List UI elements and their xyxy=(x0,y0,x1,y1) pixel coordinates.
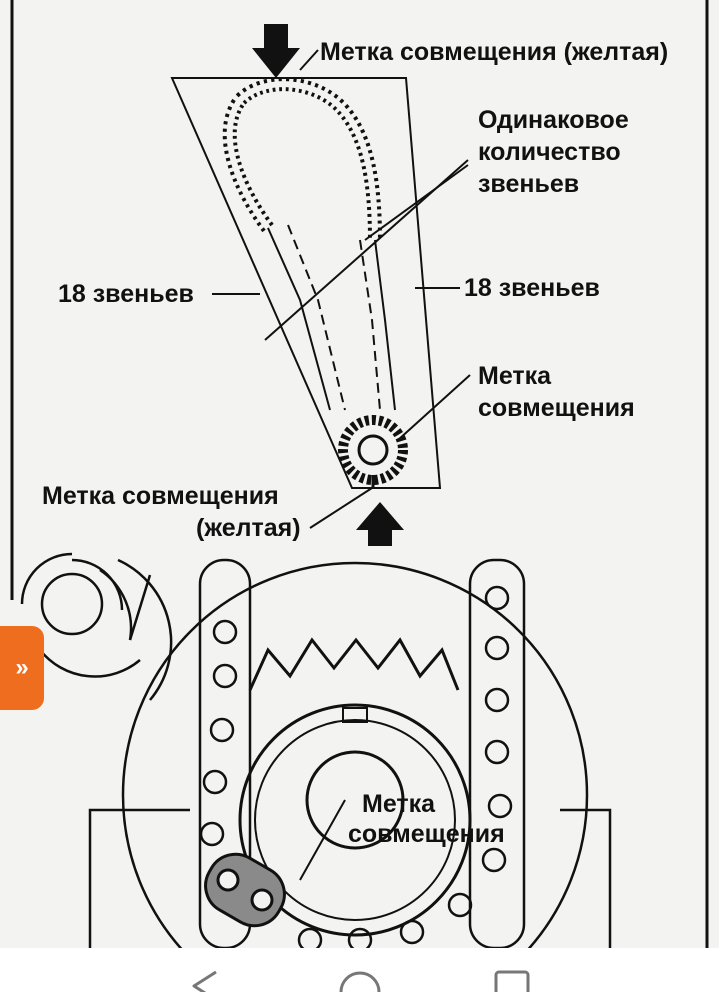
square-recents-icon xyxy=(494,970,530,997)
sprocket-inner-rim xyxy=(254,719,456,921)
lower-left-chain xyxy=(198,558,252,948)
nav-back-button[interactable] xyxy=(178,948,238,997)
circle-home-icon xyxy=(339,971,381,997)
top-mark-leader xyxy=(299,49,319,71)
bottom-mark-label-line1: Метка совмещения xyxy=(42,482,279,510)
right-mark-label-line2: совмещения xyxy=(478,394,635,422)
lower-bottom-chain xyxy=(297,919,425,948)
nav-recents-button[interactable] xyxy=(482,948,542,997)
sprocket-hub xyxy=(305,750,405,850)
same-links-label-line2: количество xyxy=(478,138,621,166)
lower-mark-label-line1: Метка xyxy=(362,790,436,818)
small-sprocket-hub xyxy=(357,434,389,466)
sprocket-teeth xyxy=(248,637,460,691)
bottom-arrow-icon xyxy=(356,502,404,546)
expand-panel-button[interactable]: » xyxy=(0,626,44,710)
lower-mark-label-line2: совмещения xyxy=(348,820,505,848)
right-chain-strand-hidden xyxy=(359,239,381,411)
timing-chain-diagram: Метка совмещения (желтая) Одинаковое кол… xyxy=(0,0,719,948)
large-gear-outline xyxy=(121,561,589,948)
chain-panel-outline xyxy=(170,77,442,489)
engine-block-left xyxy=(88,808,190,948)
diagram-svg: Метка совмещения (желтая) Одинаковое кол… xyxy=(10,0,709,948)
left-chain-strand-hidden xyxy=(287,224,346,411)
yellow-link-marker xyxy=(204,852,286,928)
sprocket-keyway xyxy=(342,707,368,723)
lower-mark-leader xyxy=(299,799,346,881)
left-chain-strand xyxy=(267,227,331,411)
same-links-label-line1: Одинаковое xyxy=(478,106,629,134)
bottom-mark-label-line2: (желтая) xyxy=(196,514,301,542)
left-links-label: 18 звеньев xyxy=(58,280,194,308)
system-navigation-bar xyxy=(0,948,719,997)
nav-home-button[interactable] xyxy=(330,948,390,997)
double-chevron-right-icon: » xyxy=(15,654,29,681)
small-sprocket-chain xyxy=(338,415,408,485)
right-links-label: 18 звеньев xyxy=(464,274,600,302)
upper-chain-inner xyxy=(226,81,378,241)
same-links-leader-2 xyxy=(364,164,469,241)
top-mark-label: Метка совмещения (желтая) xyxy=(320,38,668,66)
lower-right-chain xyxy=(447,558,526,948)
engine-block-right xyxy=(560,808,612,948)
bottom-mark-leader xyxy=(309,487,373,529)
triangle-back-icon xyxy=(192,970,217,997)
right-mark-label-line1: Метка xyxy=(478,362,552,390)
spiral-pulley xyxy=(20,552,173,701)
right-chain-strand xyxy=(374,239,396,411)
right-mark-leader xyxy=(397,374,471,441)
same-links-label-line3: звеньев xyxy=(478,170,579,198)
top-arrow-icon xyxy=(252,24,300,78)
upper-chain-loop xyxy=(222,77,382,241)
